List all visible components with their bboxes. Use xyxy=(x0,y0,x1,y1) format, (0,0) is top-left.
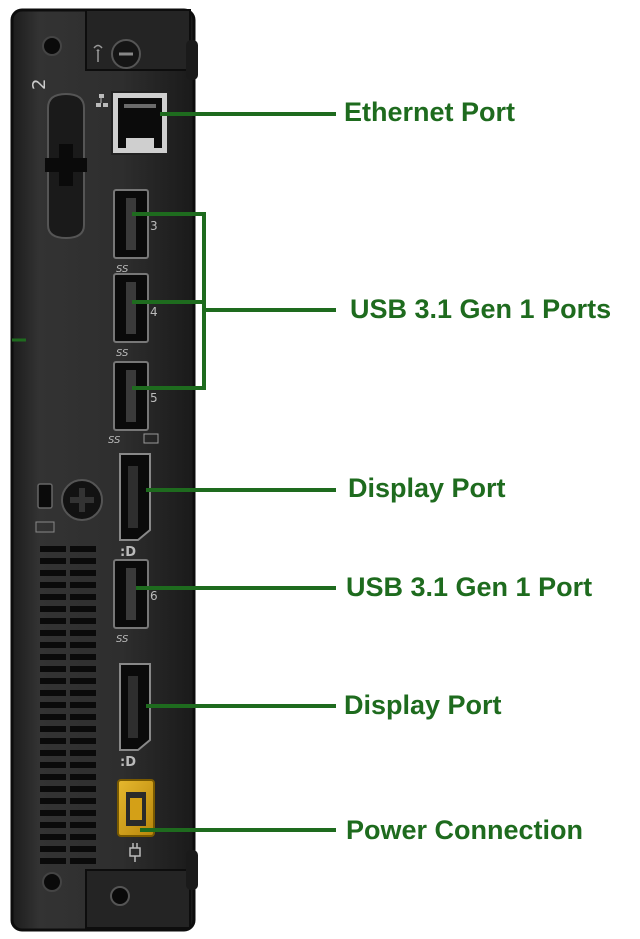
vent-slot xyxy=(70,822,96,828)
vent-slot xyxy=(70,714,96,720)
usb-superspeed-icon: SS xyxy=(116,264,129,275)
vent-slot xyxy=(40,774,66,780)
vent-slot xyxy=(40,630,66,636)
vent-slot xyxy=(40,726,66,732)
vent-slot xyxy=(40,546,66,552)
vent-slot xyxy=(70,786,96,792)
callout-ethernet: Ethernet Port xyxy=(344,97,516,127)
usb-port-6 xyxy=(113,559,149,629)
vent-slot xyxy=(40,798,66,804)
usb-superspeed-icon: SS xyxy=(108,435,121,446)
vent-slot xyxy=(40,702,66,708)
callout-usb-group: USB 3.1 Gen 1 Ports xyxy=(350,294,612,324)
vent-slot xyxy=(40,606,66,612)
ventilation-grille xyxy=(40,546,96,864)
vent-slot xyxy=(40,714,66,720)
charging-icon xyxy=(143,433,159,444)
displayport-icon: :D xyxy=(120,755,136,770)
callout-usb-single: USB 3.1 Gen 1 Port xyxy=(346,572,593,602)
vent-slot xyxy=(70,810,96,816)
vent-slot xyxy=(40,642,66,648)
vent-slot xyxy=(40,666,66,672)
vent-slot xyxy=(40,618,66,624)
displayport-1 xyxy=(119,453,151,541)
vent-slot xyxy=(70,558,96,564)
vent-slot xyxy=(70,834,96,840)
vent-slot xyxy=(40,762,66,768)
vent-slot xyxy=(70,594,96,600)
usb-port-number: 4 xyxy=(150,305,158,319)
vent-slot xyxy=(70,570,96,576)
vent-slot xyxy=(40,750,66,756)
power-connector xyxy=(117,779,155,837)
vent-slot xyxy=(70,666,96,672)
vent-slot xyxy=(40,738,66,744)
vent-slot xyxy=(40,834,66,840)
vent-slot xyxy=(40,858,66,864)
usb-superspeed-icon: SS xyxy=(116,348,129,359)
screw-hole xyxy=(110,886,130,906)
leader-lines xyxy=(132,112,336,832)
vent-slot xyxy=(40,846,66,852)
power-plug-icon xyxy=(129,843,141,862)
vent-slot xyxy=(40,582,66,588)
ethernet-icon xyxy=(96,94,108,107)
vent-slot xyxy=(70,654,96,660)
vent-slot xyxy=(70,738,96,744)
callout-power: Power Connection xyxy=(346,815,584,845)
vent-slot xyxy=(70,774,96,780)
usb-port-4 xyxy=(113,273,149,343)
usb-port-number: 3 xyxy=(150,219,158,233)
pc-chassis xyxy=(10,8,198,932)
vent-slot xyxy=(70,726,96,732)
vent-slot xyxy=(70,798,96,804)
vent-slot xyxy=(70,702,96,708)
vent-slot xyxy=(70,678,96,684)
vent-slot xyxy=(40,822,66,828)
displayport-2 xyxy=(119,663,151,751)
callout-displayport-1: Display Port xyxy=(348,473,506,503)
vent-slot xyxy=(40,786,66,792)
vent-slot xyxy=(40,558,66,564)
vent-slot xyxy=(70,618,96,624)
kensington-lock-icon xyxy=(35,483,55,533)
vent-slot xyxy=(70,762,96,768)
ethernet-port xyxy=(96,91,169,155)
usb-superspeed-icon: SS xyxy=(116,634,129,645)
callout-displayport-2: Display Port xyxy=(344,690,502,720)
displayport-icon: :D xyxy=(120,545,136,560)
vent-slot xyxy=(70,582,96,588)
wifi-antenna-icon xyxy=(93,39,141,69)
vent-slot xyxy=(70,606,96,612)
expansion-knockout xyxy=(45,92,87,240)
screw-hole xyxy=(42,872,62,892)
vent-slot xyxy=(40,810,66,816)
screw-icon xyxy=(61,479,103,521)
vent-slot xyxy=(70,750,96,756)
vent-slot xyxy=(70,858,96,864)
vent-slot xyxy=(70,630,96,636)
panel-number: 2 xyxy=(29,79,50,90)
vent-slot xyxy=(40,690,66,696)
usb-port-5 xyxy=(113,361,149,431)
usb-port-3 xyxy=(113,189,149,259)
vent-slot xyxy=(40,654,66,660)
usb-port-number: 6 xyxy=(150,589,158,603)
vent-slot xyxy=(70,546,96,552)
vent-slot xyxy=(40,570,66,576)
vent-slot xyxy=(40,594,66,600)
screw-hole xyxy=(42,36,62,56)
usb-port-number: 5 xyxy=(150,391,158,405)
vent-slot xyxy=(40,678,66,684)
vent-slot xyxy=(70,690,96,696)
vent-slot xyxy=(70,846,96,852)
vent-slot xyxy=(70,642,96,648)
